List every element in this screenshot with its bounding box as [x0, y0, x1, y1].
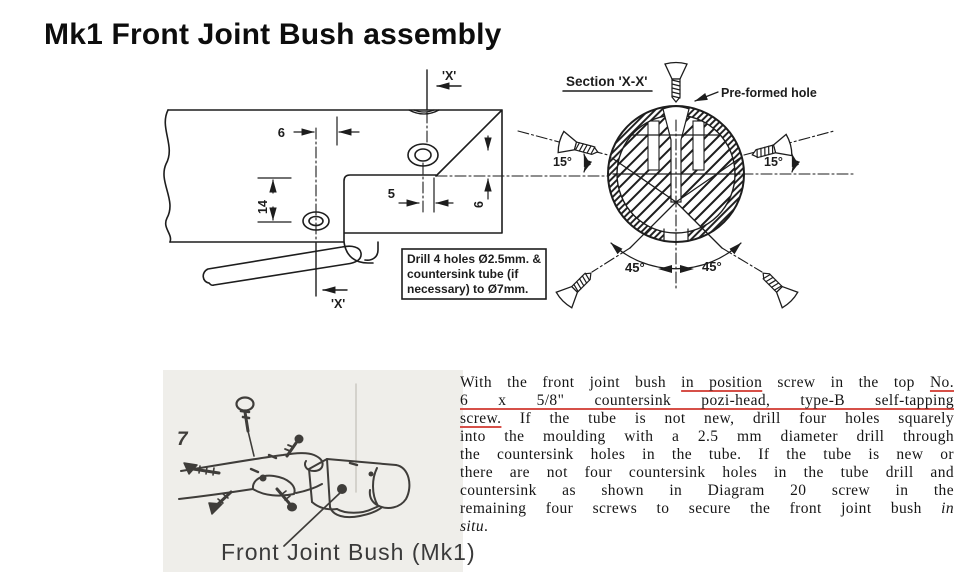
spoke-45-left: [629, 201, 677, 249]
screw-sketch-top: [235, 396, 255, 457]
svg-text:45°: 45°: [625, 260, 645, 275]
section-marker-bottom: 'X': [315, 242, 348, 311]
text-segment: .: [484, 518, 489, 535]
instruction-paragraph: With the front joint bush in position sc…: [460, 374, 954, 536]
centerlines: [315, 111, 611, 241]
tube-break-line: [163, 109, 172, 243]
italic-text: situ: [460, 518, 484, 535]
text-segment: With the front joint bush: [460, 374, 682, 391]
instruction-line: into the moulding with a 2.5 mm diameter…: [460, 428, 954, 446]
text-segment: remaining four screws to secure the fron…: [460, 500, 942, 517]
svg-text:6: 6: [278, 125, 285, 140]
dim-right-offset: 6: [472, 135, 492, 208]
section-x-top-label: 'X': [442, 69, 456, 83]
page-title: Mk1 Front Joint Bush assembly: [44, 18, 502, 51]
dim-hole-spacing: 5: [388, 177, 454, 213]
screw-sketch-lower-left: [208, 490, 233, 515]
section-marker-top: 'X': [426, 69, 462, 111]
instruction-line: countersink as shown in Diagram 20 screw…: [460, 482, 954, 500]
text-segment: there are not four countersink holes in …: [460, 464, 954, 481]
drill-note-line2: countersink tube (if: [407, 267, 519, 281]
red-underlined-text: No.: [929, 374, 954, 391]
red-underlined-text: 6 x 5/8" countersink pozi-head, type-B s…: [460, 392, 954, 409]
sketch-bush-tick: [249, 453, 278, 474]
drill-note-line3: necessary) to Ø7mm.: [407, 282, 528, 296]
dim-top-width: 6: [278, 116, 360, 146]
tube-outline: [167, 109, 503, 243]
text-segment: countersink as shown in Diagram 20 screw…: [460, 482, 954, 499]
svg-text:15°: 15°: [553, 155, 572, 169]
spoke-45-right: [675, 201, 723, 249]
angle-45-arc: 45° 45°: [610, 242, 742, 275]
screw-bottom-right-45: [762, 272, 799, 309]
instruction-line: 6 x 5/8" countersink pozi-head, type-B s…: [460, 392, 954, 410]
svg-text:6: 6: [472, 201, 486, 208]
text-segment: the countersink holes in the tube. If th…: [460, 446, 954, 463]
instruction-line: remaining four screws to secure the fron…: [460, 500, 954, 518]
angle-15-right: 15°: [764, 153, 801, 173]
bottom-channel-walls: [663, 228, 689, 242]
text-segment: screw in the top: [762, 374, 930, 391]
drill-note-line1: Drill 4 holes Ø2.5mm. &: [407, 252, 541, 266]
section-x-bottom-label: 'X': [331, 297, 345, 311]
spoke-15-right: [675, 157, 741, 203]
side-channel-right: [692, 120, 705, 171]
instruction-line: situ.: [460, 518, 954, 536]
svg-text:45°: 45°: [702, 259, 722, 274]
side-view: 'X' 'X' 6 5: [163, 69, 611, 311]
section-view: 15° 15° 45° 45° Section 'X-X' Pre-formed…: [517, 61, 857, 309]
screw-left-15: [557, 130, 599, 156]
italic-text: in: [941, 500, 954, 517]
svg-text:Section 'X-X': Section 'X-X': [566, 74, 647, 89]
instruction-line: there are not four countersink holes in …: [460, 464, 954, 482]
svg-text:5: 5: [388, 186, 395, 201]
svg-text:14: 14: [256, 200, 270, 214]
text-segment: If the tube is not new, drill four holes…: [501, 410, 954, 427]
red-underlined-text: screw.: [460, 410, 502, 427]
instruction-line: the countersink holes in the tube. If th…: [460, 446, 954, 464]
red-underlined-text: in position: [681, 374, 763, 391]
instruction-line: screw. If the tube is not new, drill fou…: [460, 410, 954, 428]
angle-15-left: 15°: [553, 153, 593, 173]
svg-text:15°: 15°: [764, 155, 783, 169]
lever: [202, 245, 362, 287]
screw-top: [664, 61, 688, 103]
drill-note-box: Drill 4 holes Ø2.5mm. & countersink tube…: [401, 248, 547, 300]
caption-leader-line: [283, 491, 342, 547]
sketch-caption: Front Joint Bush (Mk1): [221, 539, 476, 565]
screw-bottom-left-45: [555, 272, 592, 309]
assembly-sketch: 7: [163, 370, 476, 572]
spoke-15-left: [611, 157, 677, 203]
instruction-line: With the front joint bush in position sc…: [460, 374, 954, 392]
section-title: Section 'X-X': [562, 74, 653, 92]
sketch-bush-dot: [259, 474, 267, 482]
screw-sketch-left: [183, 462, 221, 476]
svg-text:Pre-formed hole: Pre-formed hole: [721, 86, 817, 100]
screw-sketch-lower-right: [275, 487, 297, 512]
screw-sketch-upper-right: [284, 434, 304, 458]
preformed-hole-callout: Pre-formed hole: [694, 86, 817, 102]
countersink-dish: [408, 109, 440, 115]
stray-numeral: 7: [177, 429, 189, 450]
dim-vertical-offset: 14: [256, 177, 292, 223]
screw-right-15: [751, 133, 793, 159]
side-channel-left: [647, 120, 660, 171]
text-segment: into the moulding with a 2.5 mm diameter…: [460, 428, 954, 445]
sketch-front-joint-bush: [308, 458, 411, 519]
bracket-hook: [343, 241, 379, 264]
